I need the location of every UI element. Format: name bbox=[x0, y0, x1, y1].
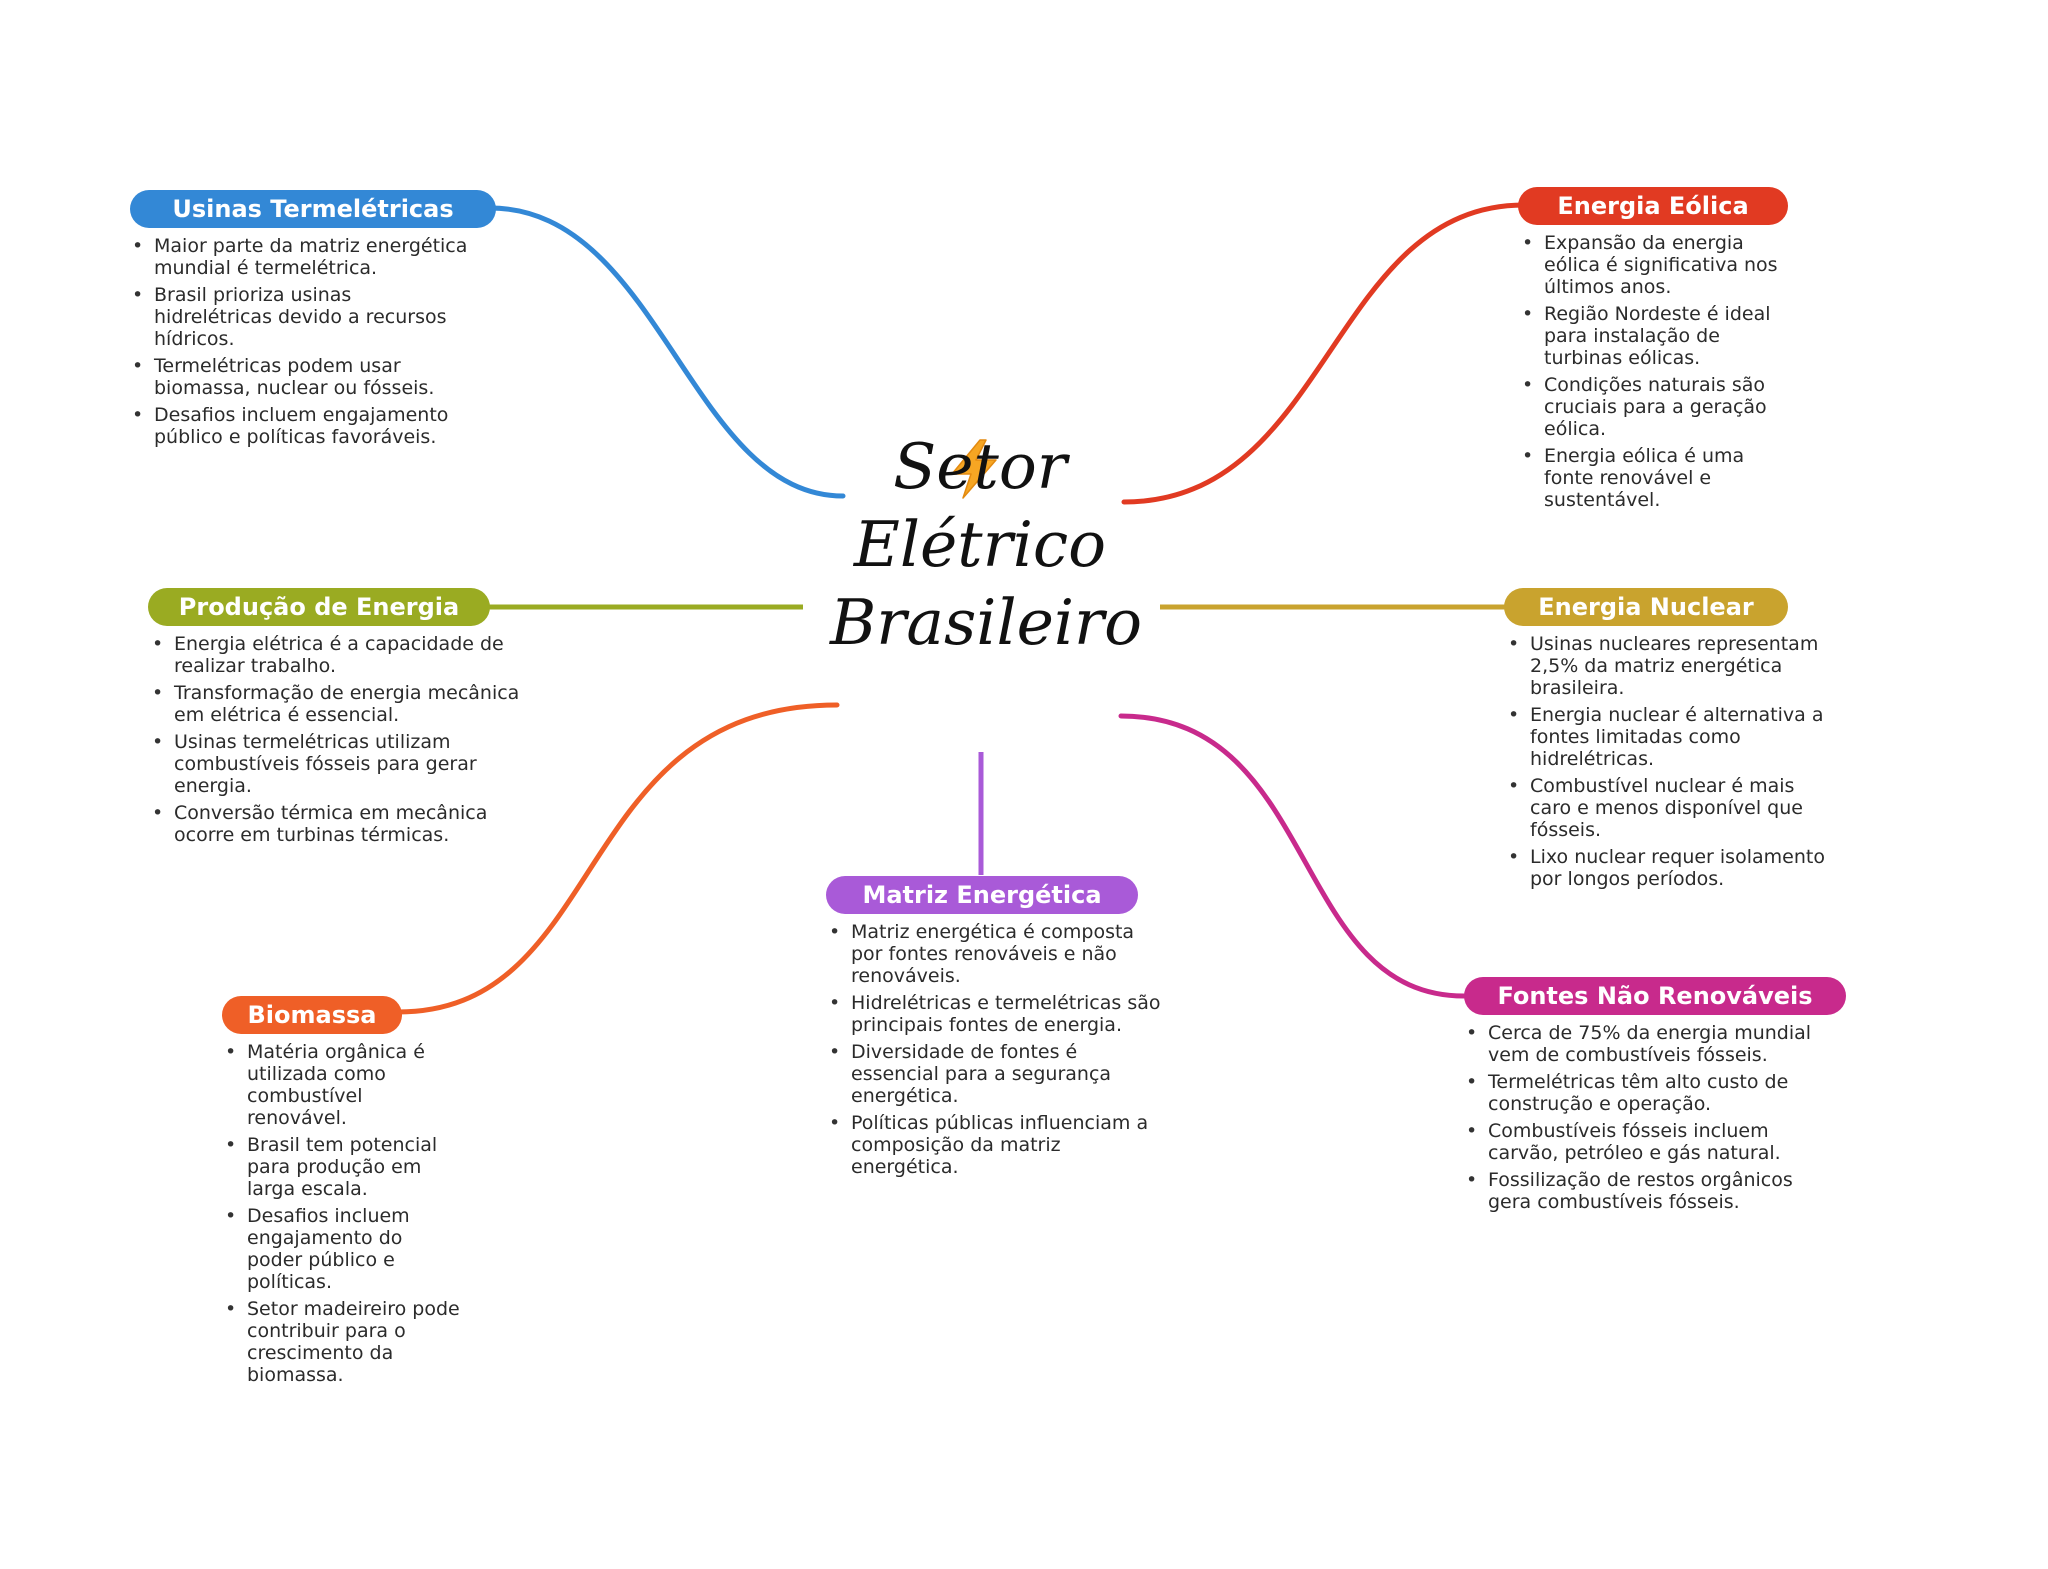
central-title-line: Setor bbox=[893, 430, 1067, 503]
list-item: Lixo nuclear requer isolamento por longo… bbox=[1506, 846, 1826, 890]
list-item: Condições naturais são cruciais para a g… bbox=[1520, 374, 1790, 440]
central-topic-title: Setor Elétrico Brasileiro bbox=[830, 428, 1143, 662]
list-item: Energia elétrica é a capacidade de reali… bbox=[150, 633, 520, 677]
list-item: Termelétricas podem usar biomassa, nucle… bbox=[130, 355, 470, 399]
list-item: Fossilização de restos orgânicos gera co… bbox=[1464, 1169, 1834, 1213]
list-item: Matriz energética é composta por fontes … bbox=[827, 921, 1167, 987]
central-title-line: Elétrico bbox=[853, 508, 1107, 581]
list-item: Energia eólica é uma fonte renovável e s… bbox=[1520, 445, 1790, 511]
branch-title-usinas-termeletricas[interactable]: Usinas Termelétricas bbox=[130, 190, 496, 228]
central-title-line: Brasileiro bbox=[830, 586, 1143, 659]
list-item: Região Nordeste é ideal para instalação … bbox=[1520, 303, 1790, 369]
list-item: Usinas nucleares representam 2,5% da mat… bbox=[1506, 633, 1826, 699]
list-item: Políticas públicas influenciam a composi… bbox=[827, 1112, 1167, 1178]
branch-title-energia-eolica[interactable]: Energia Eólica bbox=[1518, 187, 1788, 225]
notes-producao-de-energia: Energia elétrica é a capacidade de reali… bbox=[150, 633, 520, 851]
branch-title-matriz-energetica[interactable]: Matriz Energética bbox=[826, 876, 1138, 914]
lightning-bolt-icon bbox=[951, 439, 997, 499]
list-item: Usinas termelétricas utilizam combustíve… bbox=[150, 731, 520, 797]
list-item: Combustíveis fósseis incluem carvão, pet… bbox=[1464, 1120, 1834, 1164]
branch-title-energia-nuclear[interactable]: Energia Nuclear bbox=[1504, 588, 1788, 626]
list-item: Brasil prioriza usinas hidrelétricas dev… bbox=[130, 284, 470, 350]
branch-title-producao-de-energia[interactable]: Produção de Energia bbox=[148, 588, 490, 626]
notes-energia-eolica: Expansão da energia eólica é significati… bbox=[1520, 232, 1790, 516]
connector-biomassa bbox=[395, 702, 840, 1015]
notes-biomassa: Matéria orgânica é utilizada como combus… bbox=[223, 1041, 463, 1391]
list-item: Cerca de 75% da energia mundial vem de c… bbox=[1464, 1022, 1834, 1066]
list-item: Hidrelétricas e termelétricas são princi… bbox=[827, 992, 1167, 1036]
list-item: Matéria orgânica é utilizada como combus… bbox=[223, 1041, 463, 1129]
list-item: Desafios incluem engajamento público e p… bbox=[130, 404, 470, 448]
list-item: Expansão da energia eólica é significati… bbox=[1520, 232, 1790, 298]
list-item: Desafios incluem engajamento do poder pú… bbox=[223, 1205, 463, 1293]
connector-energia-eolica bbox=[1121, 202, 1527, 505]
list-item: Combustível nuclear é mais caro e menos … bbox=[1506, 775, 1826, 841]
list-item: Conversão térmica em mecânica ocorre em … bbox=[150, 802, 520, 846]
list-item: Setor madeireiro pode contribuir para o … bbox=[223, 1298, 463, 1386]
branch-title-fontes-nao-renovaveis[interactable]: Fontes Não Renováveis bbox=[1464, 977, 1846, 1015]
notes-energia-nuclear: Usinas nucleares representam 2,5% da mat… bbox=[1506, 633, 1826, 895]
list-item: Termelétricas têm alto custo de construç… bbox=[1464, 1071, 1834, 1115]
connector-fontes-nao-renovaveis bbox=[1118, 713, 1467, 999]
list-item: Transformação de energia mecânica em elé… bbox=[150, 682, 520, 726]
list-item: Brasil tem potencial para produção em la… bbox=[223, 1134, 463, 1200]
notes-fontes-nao-renovaveis: Cerca de 75% da energia mundial vem de c… bbox=[1464, 1022, 1834, 1218]
notes-matriz-energetica: Matriz energética é composta por fontes … bbox=[827, 921, 1167, 1183]
list-item: Maior parte da matriz energética mundial… bbox=[130, 235, 470, 279]
list-item: Diversidade de fontes é essencial para a… bbox=[827, 1041, 1167, 1107]
list-item: Energia nuclear é alternativa a fontes l… bbox=[1506, 704, 1826, 770]
branch-title-biomassa[interactable]: Biomassa bbox=[222, 996, 402, 1034]
notes-usinas-termeletricas: Maior parte da matriz energética mundial… bbox=[130, 235, 470, 453]
connector-usinas-termeletricas bbox=[487, 205, 846, 499]
